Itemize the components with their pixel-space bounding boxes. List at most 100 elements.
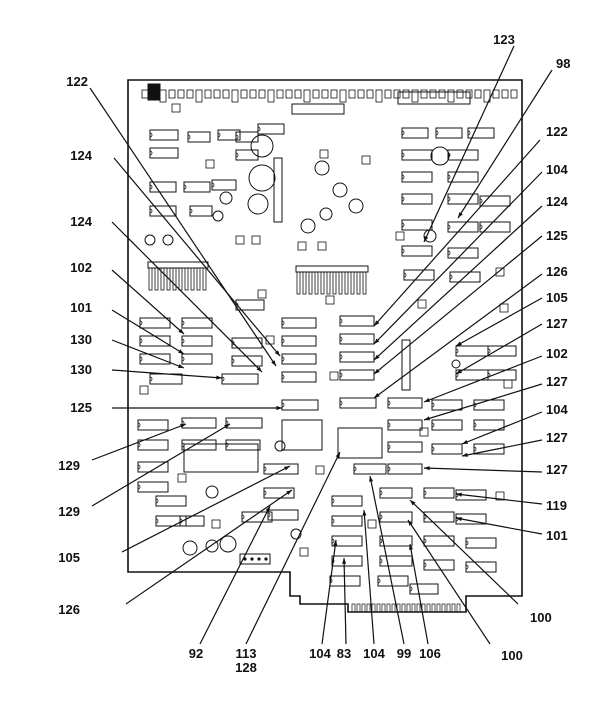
ic-notch [217,132,221,138]
ic-body [401,171,433,183]
integrated-circuit [217,129,241,141]
integrated-circuit [409,583,439,595]
ic-body [155,515,187,527]
ic-body [473,443,505,455]
ic-body [401,149,433,161]
integrated-circuit [449,271,481,283]
capacitor [332,182,348,198]
ic-notch [387,422,391,428]
leader-arrowhead [256,366,262,372]
leader-arrowhead [374,393,380,398]
ic-body [479,195,511,207]
callout-label: 127 [546,374,568,389]
ic-body [331,555,363,567]
ic-body [181,335,213,347]
leader-arrowhead [424,466,430,471]
resistor [195,89,203,103]
leader-arrowhead [216,375,222,380]
leader-line [343,557,347,645]
transistor [499,303,509,313]
connector-finger [371,603,376,613]
callout-label: 98 [556,56,570,71]
leader-line [461,411,543,445]
integrated-circuit [403,269,435,281]
callout-label: 92 [189,646,203,661]
leader-line [321,539,337,645]
ic-notch [431,402,435,408]
transistor [495,267,505,277]
ic-body [149,147,179,159]
connector-finger [446,603,451,613]
integrated-circuit [465,561,497,573]
ic-body [281,371,317,383]
integrated-circuit [401,245,433,257]
resistor [465,89,473,99]
ic-body [267,509,299,521]
ic-body [139,335,171,347]
ic-body [149,373,183,385]
ic-notch [149,376,153,382]
callout-label: 126 [546,264,568,279]
ic-body [423,535,455,547]
ic-notch [281,374,285,380]
ic-body [435,127,463,139]
callout-labels: 1221241241021011301301251291291051261239… [58,32,570,675]
ic-notch [409,586,413,592]
connector-finger [416,603,421,613]
leader-arrowhead [286,490,292,495]
heat-sink-fin [332,271,337,295]
resistor [303,89,311,103]
heat-sink-fin [350,271,355,295]
leader-arrowhead [409,544,413,550]
leader-arrowhead [369,476,374,482]
resistor [348,89,356,99]
heat-sink-base [295,265,369,273]
transistor [325,295,335,305]
heat-sink-fin [338,271,343,295]
ic-notch [281,356,285,362]
leader-line [245,451,341,645]
leader-line [121,465,291,553]
ic-body [181,317,213,329]
heat-sink-fin [356,271,361,295]
ic-notch [281,320,285,326]
heat-sink-fin [196,267,201,291]
ic-body [487,345,517,357]
heat-sink-fin [184,267,189,291]
connector-finger [431,603,436,613]
ic-notch [187,134,191,140]
resistor [159,89,167,103]
ic-body [409,583,439,595]
ic-body [449,271,481,283]
ic-body [379,511,413,523]
callout-label: 122 [66,74,88,89]
ic-body [401,219,433,231]
ic-notch [137,442,141,448]
ic-notch [189,208,193,214]
heat-sink-fin [320,271,325,295]
ic-notch [267,512,271,518]
ic-notch [423,514,427,520]
ic-body [401,127,429,139]
leader-arrowhead [284,466,290,471]
large-ic [281,419,323,451]
ic-notch [181,338,185,344]
integrated-circuit [447,221,479,233]
callout-label: 124 [70,214,92,229]
integrated-circuit [401,219,433,231]
leader-line [423,467,543,473]
integrated-circuit [401,127,429,139]
integrated-circuit [235,149,259,161]
ic-body [465,561,497,573]
ic-body [379,487,413,499]
ic-body [183,181,211,193]
leader-line [409,543,429,645]
integrated-circuit [431,443,463,455]
integrated-circuit [473,419,505,431]
capacitor [300,218,316,234]
ic-body [217,129,241,141]
ic-body [187,131,211,143]
integrated-circuit [423,559,455,571]
leader-arrowhead [335,452,340,458]
